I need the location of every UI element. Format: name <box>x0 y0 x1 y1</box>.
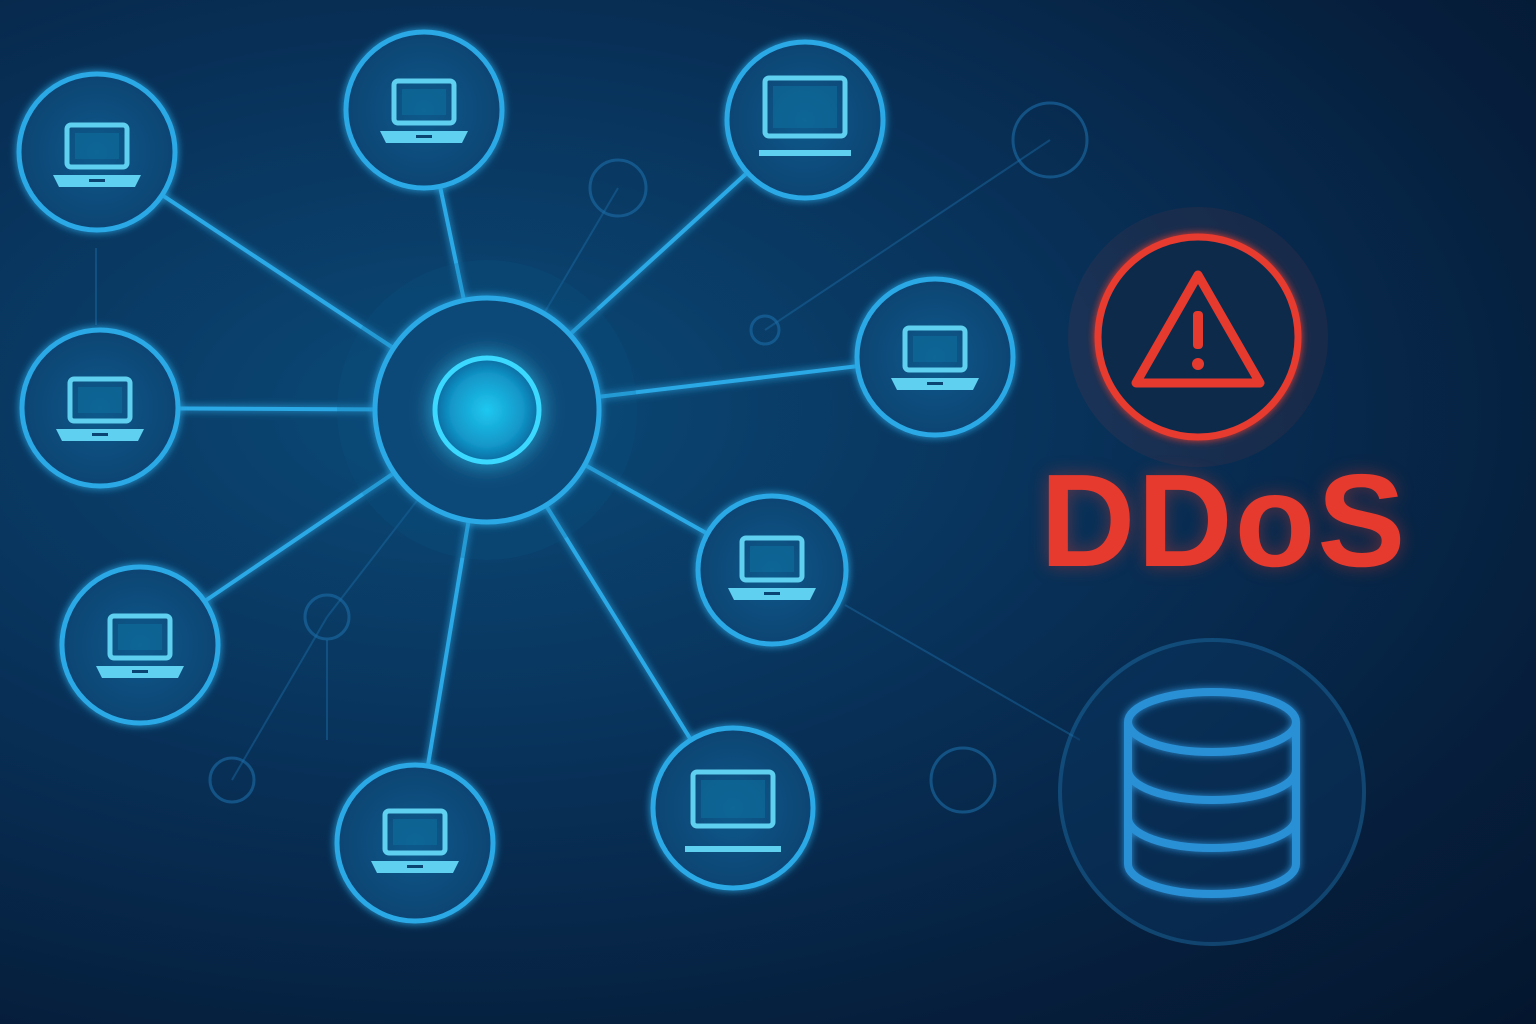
laptop-icon <box>380 81 468 143</box>
laptop-icon <box>371 811 459 873</box>
laptop-node <box>854 276 1016 438</box>
laptop-node <box>650 725 816 891</box>
database-server <box>1058 638 1366 946</box>
laptop-node <box>695 493 849 647</box>
hub-icon <box>432 355 542 465</box>
laptop-node <box>334 762 496 924</box>
laptop-icon <box>53 125 141 187</box>
client-nodes <box>16 29 1016 924</box>
background-circles <box>208 101 1089 814</box>
database-server-icon <box>1124 688 1300 898</box>
laptop-node <box>724 39 886 201</box>
laptop-icon <box>685 769 781 852</box>
warning-triangle-icon <box>1131 270 1265 388</box>
laptop-icon <box>96 616 184 678</box>
laptop-icon <box>728 538 816 600</box>
laptop-icon <box>759 75 851 156</box>
laptop-icon <box>56 379 144 441</box>
attack-title: DDoS <box>1040 447 1408 594</box>
warning-alert <box>1068 207 1328 467</box>
laptop-node <box>19 327 181 489</box>
laptop-icon <box>891 328 979 390</box>
laptop-node <box>343 29 505 191</box>
central-hub <box>337 260 637 560</box>
laptop-node <box>59 564 221 726</box>
laptop-node <box>16 71 178 233</box>
